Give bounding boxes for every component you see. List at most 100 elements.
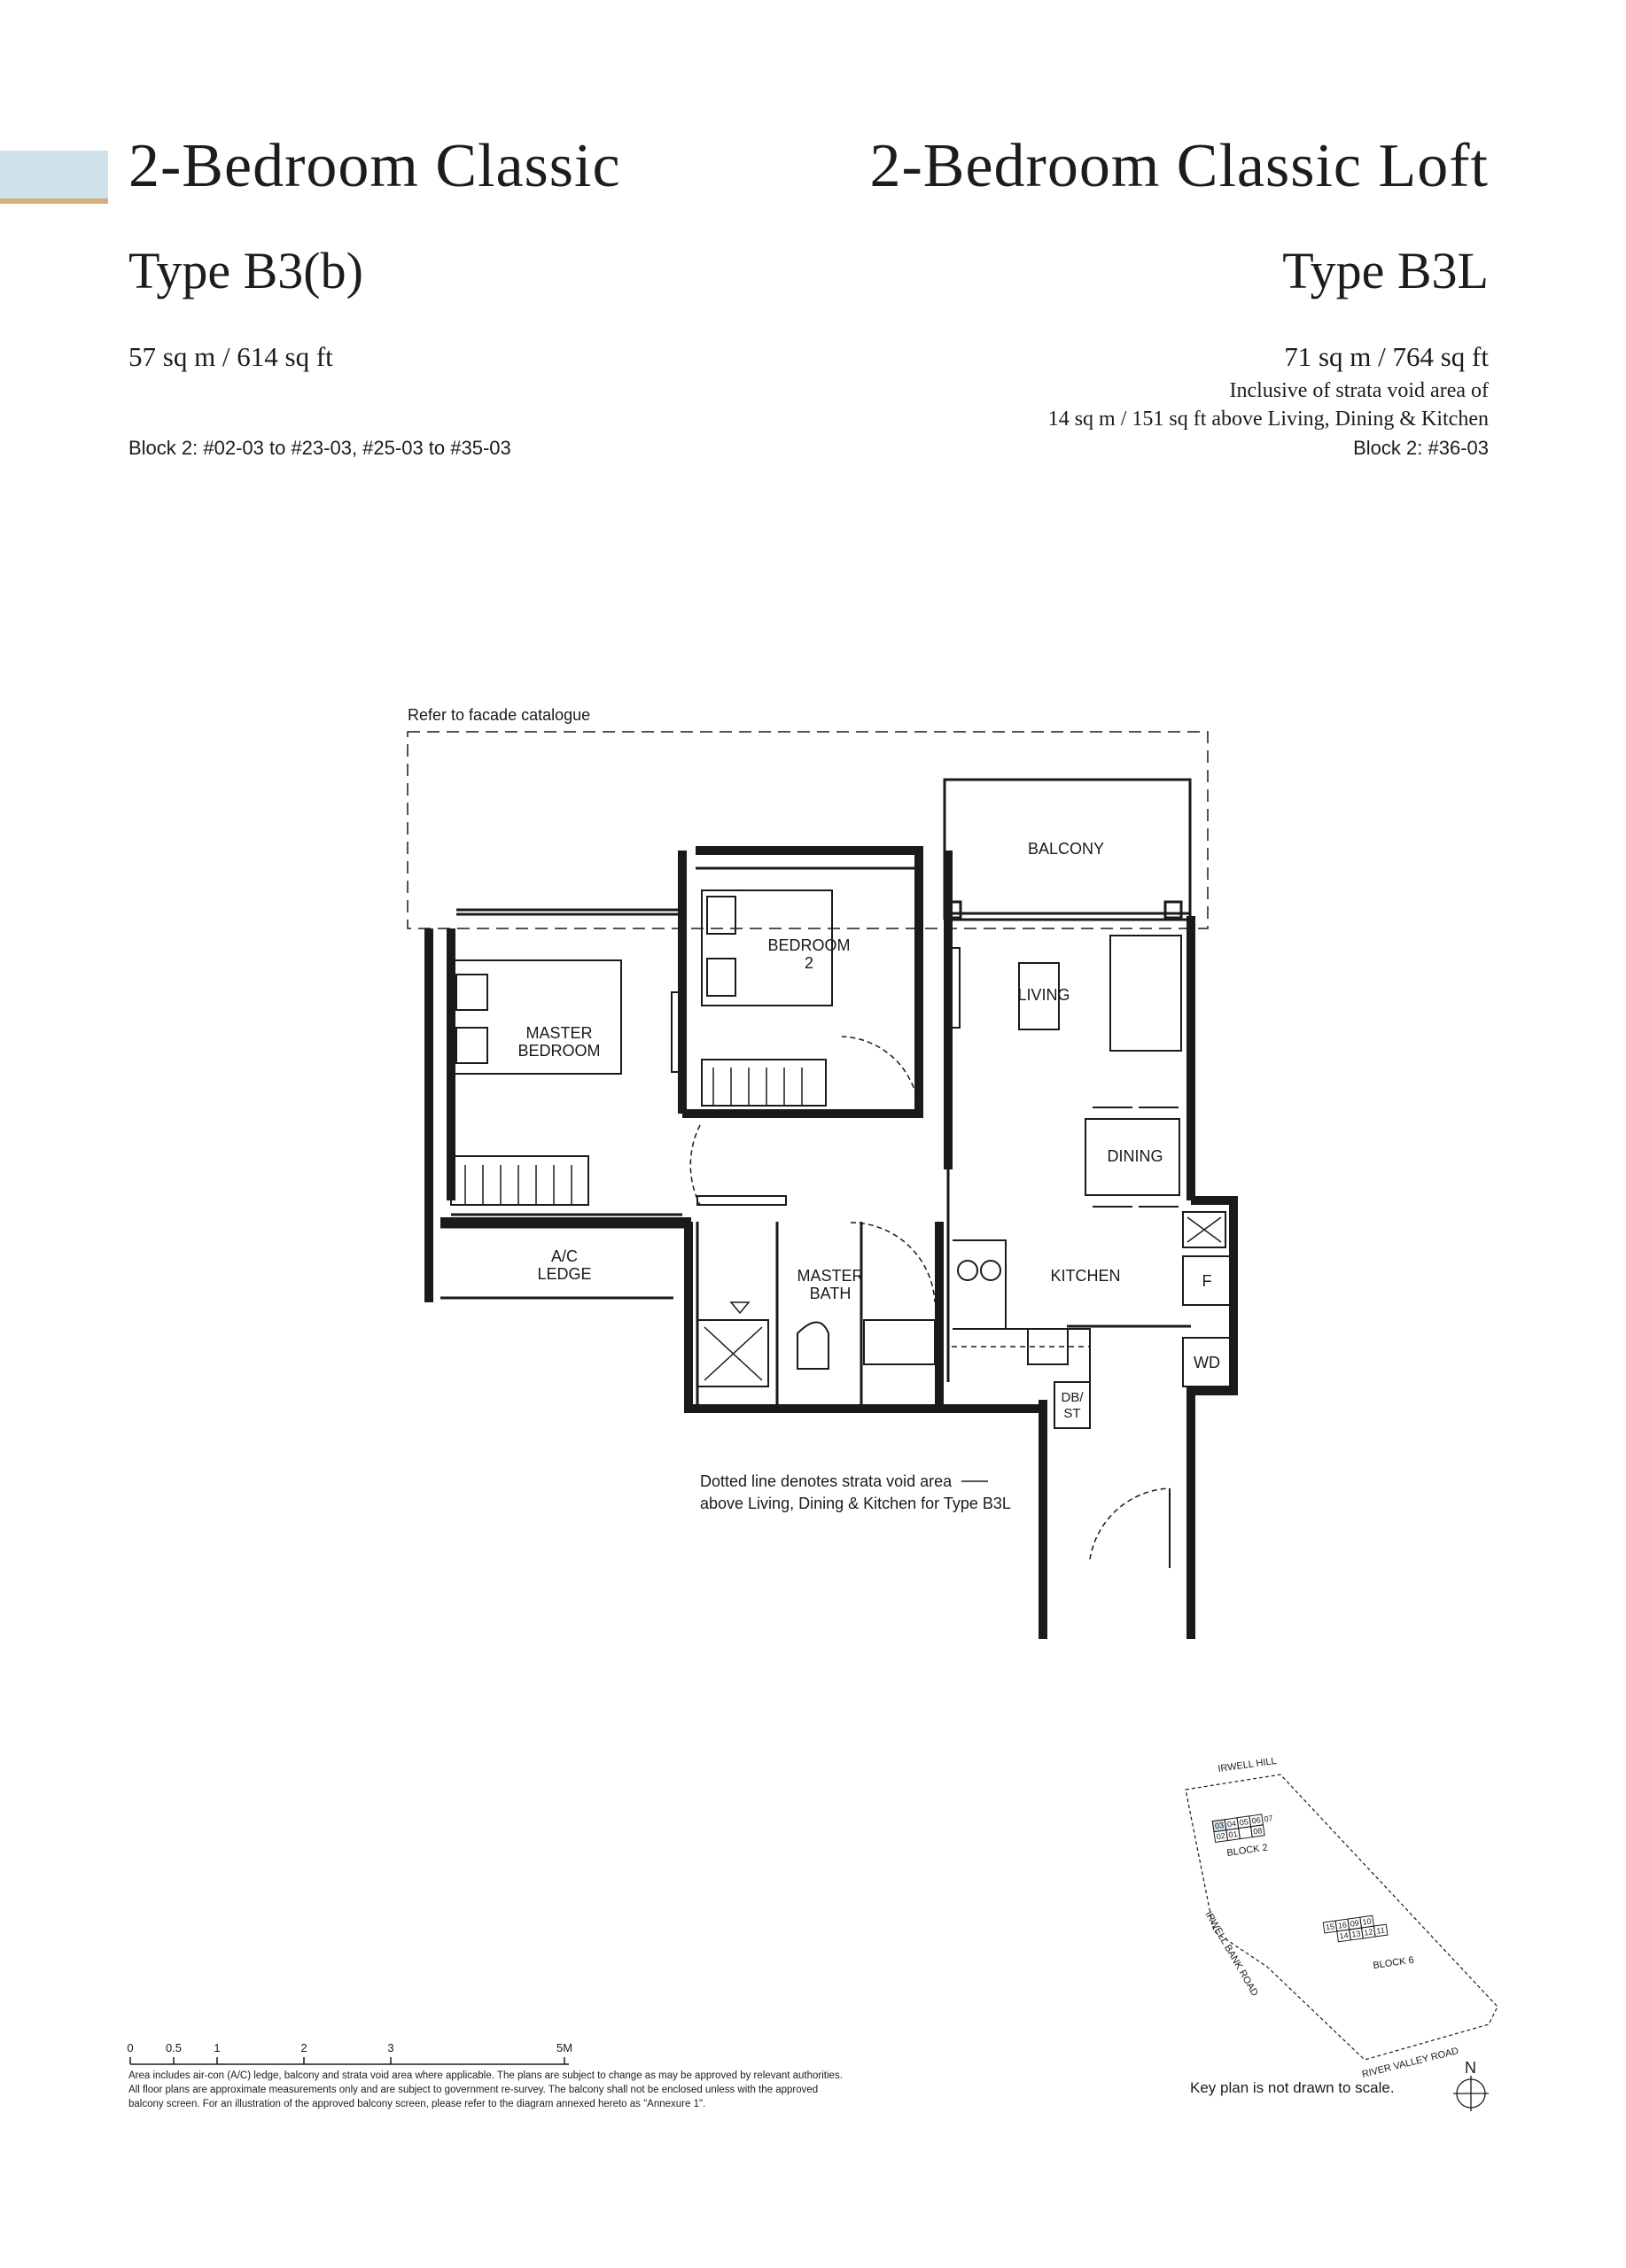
footnote-line-2: All floor plans are approximate measurem… <box>128 2085 819 2095</box>
db-store <box>1054 1381 1091 1429</box>
bedroom2-wardrobe-doors <box>712 1068 803 1106</box>
block6-label: BLOCK 6 <box>1373 1955 1415 1971</box>
master-door-swing <box>689 1124 701 1206</box>
balcony-outline <box>943 778 1192 920</box>
block2-unit-03: 03 <box>1214 1821 1224 1830</box>
block6-units: 15 16 09 10 14 13 12 11 <box>1322 1915 1389 1943</box>
washer-label: WD <box>1194 1354 1220 1371</box>
void-note-line-2: above Living, Dining & Kitchen for Type … <box>700 1495 1011 1512</box>
stove-burner-2 <box>980 1260 1001 1281</box>
bedroom2-label-number: 2 <box>805 954 813 972</box>
unit-walls <box>424 846 1238 1639</box>
master-door-panel <box>696 1195 787 1206</box>
master-bedroom-label: MASTER <box>525 1024 592 1042</box>
bedroom2-label: BEDROOM <box>767 936 850 954</box>
block2-unit-05: 05 <box>1239 1817 1249 1827</box>
master-wardrobe <box>450 1155 589 1206</box>
ac-ledge-outline <box>440 1225 693 1300</box>
right-unit-blocks: Block 2: #36-03 <box>1353 437 1489 459</box>
kitchen-sink <box>1027 1328 1069 1365</box>
balcony-label: BALCONY <box>1028 840 1104 858</box>
left-unit-type: Type B3(b) <box>128 242 363 299</box>
block6-unit-14: 14 <box>1339 1930 1349 1940</box>
master-pillow-1 <box>455 974 488 1011</box>
kitchen-counter <box>953 1239 1091 1382</box>
bedroom2-pillow-1 <box>706 896 736 935</box>
service-box-cross <box>1186 1216 1222 1243</box>
shower-head <box>729 1301 751 1315</box>
ac-ledge-label-2: LEDGE <box>537 1265 591 1283</box>
road-irwell-bank: IRWELL BANK ROAD <box>1202 1910 1260 1999</box>
road-irwell-hill: IRWELL HILL <box>1218 1756 1278 1775</box>
db-store-label-2: ST <box>1063 1406 1080 1421</box>
sofa <box>1109 935 1182 1052</box>
block6-unit-16: 16 <box>1337 1920 1347 1930</box>
block6-unit-12: 12 <box>1364 1927 1373 1937</box>
ac-ledge-label: A/C <box>551 1247 578 1265</box>
scale-bar: 0 0.5 1 2 3 5M <box>127 2041 572 2065</box>
kitchen-label: KITCHEN <box>1050 1267 1120 1285</box>
scale-bar-ticks <box>129 2057 565 2064</box>
right-unit-title: 2-Bedroom Classic Loft <box>869 132 1489 200</box>
left-unit-blocks: Block 2: #02-03 to #23-03, #25-03 to #35… <box>128 437 511 459</box>
block2-unit-07: 07 <box>1264 1814 1273 1823</box>
left-unit-area: 57 sq m / 614 sq ft <box>128 341 333 372</box>
master-pillow-2 <box>455 1027 488 1064</box>
master-wardrobe-doors <box>464 1165 572 1205</box>
strata-void-dotted-line <box>947 921 1090 1348</box>
block6-unit-11: 11 <box>1376 1925 1386 1935</box>
coffee-table <box>1018 962 1060 1030</box>
washer-box <box>1182 1337 1233 1387</box>
dining-chairs <box>1093 1107 1179 1208</box>
scale-label-5m: 5M <box>556 2041 572 2054</box>
header-tab-accent <box>0 198 108 204</box>
footnote-line-1: Area includes air-con (A/C) ledge, balco… <box>128 2070 843 2081</box>
shower-drain-cross <box>704 1326 763 1381</box>
bedroom2-pillow-2 <box>706 958 736 997</box>
strata-void-line-1: Inclusive of strata void area of <box>1229 379 1489 402</box>
living-label: LIVING <box>1017 986 1070 1004</box>
bedroom2-wardrobe <box>701 1059 827 1107</box>
key-plan: IRWELL HILL IRWELL BANK ROAD RIVER VALLE… <box>1185 1756 1498 2111</box>
scale-label-1: 1 <box>214 2041 220 2054</box>
north-compass-cross <box>1453 2076 1489 2111</box>
room-labels: BALCONY BEDROOM 2 MASTER BEDROOM LIVING … <box>517 840 1220 1421</box>
block2-label: BLOCK 2 <box>1226 1843 1269 1859</box>
strata-void-line-2: 14 sq m / 151 sq ft above Living, Dining… <box>1047 408 1489 431</box>
dining-table <box>1085 1118 1180 1196</box>
block6-unit-13: 13 <box>1351 1929 1361 1938</box>
block2-unit-06: 06 <box>1251 1815 1261 1825</box>
site-boundary <box>1185 1774 1498 2061</box>
shower-area <box>696 1319 769 1387</box>
block2-unit-04: 04 <box>1226 1819 1236 1829</box>
scale-label-0: 0 <box>127 2041 133 2054</box>
right-unit-area: 71 sq m / 764 sq ft <box>1284 341 1489 372</box>
db-store-label: DB/ <box>1061 1390 1084 1405</box>
footnote-line-3: balcony screen. For an illustration of t… <box>128 2099 706 2109</box>
balcony-column-left <box>943 900 962 920</box>
dining-label: DINING <box>1108 1147 1163 1165</box>
living-window <box>950 947 961 1029</box>
left-unit-title: 2-Bedroom Classic <box>128 132 621 200</box>
block2-unit-08: 08 <box>1253 1826 1263 1836</box>
north-label: N <box>1465 2059 1476 2077</box>
block2-unit-01: 01 <box>1228 1829 1238 1839</box>
block2-units: 03 04 05 06 07 02 01 08 <box>1211 1814 1273 1844</box>
right-unit-type: Type B3L <box>1282 242 1489 299</box>
fridge-label: F <box>1202 1272 1212 1290</box>
void-note-line-1: Dotted line denotes strata void area <box>700 1472 953 1490</box>
facade-dashed-outline <box>407 731 1209 929</box>
entrance-door-swing <box>1089 1487 1171 1560</box>
balcony-column-right <box>1163 900 1183 920</box>
master-bath-label-2: BATH <box>810 1285 852 1302</box>
road-river-valley: RIVER VALLEY ROAD <box>1361 2046 1460 2080</box>
master-bedroom-label-2: BEDROOM <box>517 1042 600 1060</box>
stove-burner-1 <box>957 1260 978 1281</box>
scale-label-3: 3 <box>387 2041 393 2054</box>
block2-unit-02: 02 <box>1216 1831 1225 1841</box>
master-bed <box>450 959 622 1075</box>
block6-unit-09: 09 <box>1350 1918 1359 1928</box>
fridge-box <box>1182 1255 1233 1306</box>
key-plan-note: Key plan is not drawn to scale. <box>1190 2079 1395 2096</box>
